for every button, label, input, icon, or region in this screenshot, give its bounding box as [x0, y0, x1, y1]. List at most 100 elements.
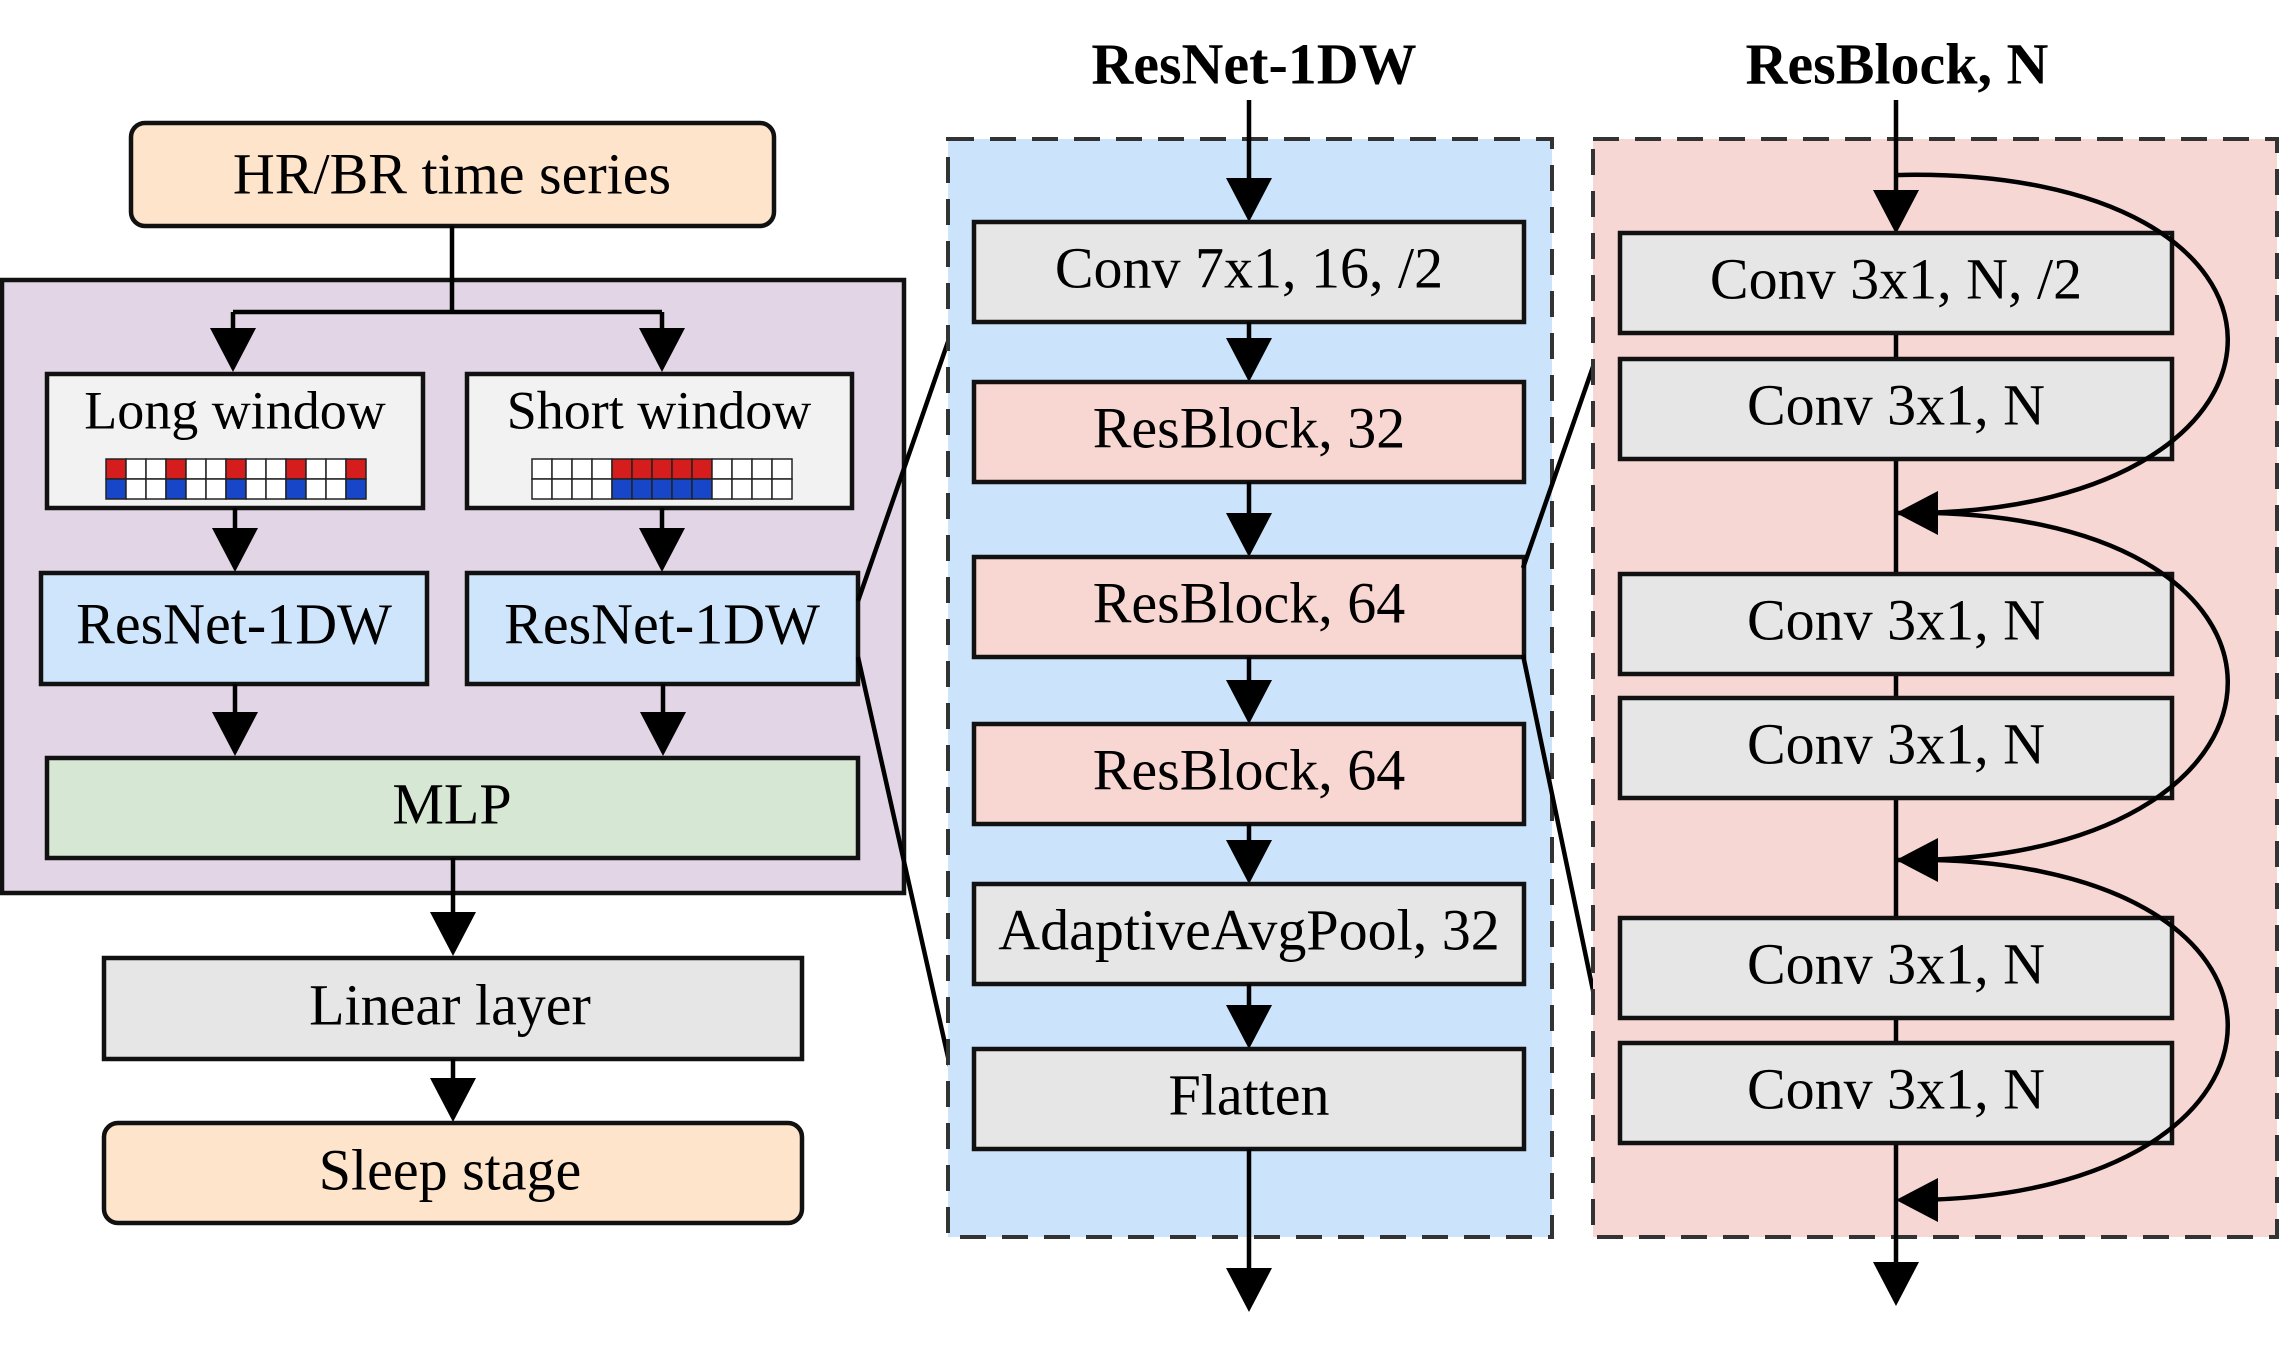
long-window-cell: [185, 458, 207, 480]
resblock-entry-arrow: [1873, 190, 1919, 234]
short-window-cell: [771, 458, 793, 480]
resblock-layer-label: Conv 3x1, N: [1747, 931, 2045, 996]
zoom-line-2-bottom: [1520, 654, 1598, 1001]
linear-layer-box: [101, 955, 805, 1062]
resnet-exit-arrow: [1226, 1268, 1272, 1312]
split-connector: [230, 226, 665, 340]
long-window-cell: [205, 478, 227, 500]
short-window-cell: [571, 478, 593, 500]
resnet-layer-label: Flatten: [1168, 1062, 1329, 1127]
resnet-layer-arrow: [1226, 513, 1272, 557]
long-window-cell: [245, 458, 267, 480]
zoom-line-top: [855, 335, 953, 602]
resblock-layer-label: Conv 3x1, N: [1747, 711, 2045, 776]
short-window-cell: [651, 458, 673, 480]
resnet-layer-box: [971, 379, 1527, 485]
skip-connection-arc: [1895, 172, 2230, 516]
resblock-layer-box: [1617, 230, 2175, 336]
resnet-layer-box: [971, 721, 1527, 827]
resnet-entry-arrow: [1226, 178, 1272, 222]
arrow-long-resnet: [212, 528, 258, 572]
long-window-cell: [185, 478, 207, 500]
long-window-cell: [145, 458, 167, 480]
short-window-cell: [691, 458, 713, 480]
short-window-cell: [731, 458, 753, 480]
arrow-resnet-left-mlp: [212, 712, 258, 756]
resblock-layer-box: [1617, 695, 2175, 801]
resnet-layer-label: AdaptiveAvgPool, 32: [998, 897, 1500, 962]
output-label: Sleep stage: [319, 1137, 582, 1202]
zoom-line-2-top: [1520, 360, 1598, 569]
short-window-cell: [771, 478, 793, 500]
mlp-label: MLP: [392, 771, 511, 836]
arrow-resnet-right-mlp: [640, 712, 686, 756]
zoom-line-bottom: [855, 656, 953, 1067]
short-window-cell: [751, 458, 773, 480]
overview-panel: HR/BR time series Long window Short wind…: [0, 120, 907, 1226]
long-window-cell: [125, 478, 147, 500]
arrow-to-long-window: [210, 328, 256, 372]
long-window-cell: [105, 478, 127, 500]
long-window-cell: [245, 478, 267, 500]
long-window-cell: [165, 478, 187, 500]
resnet-layer-box: [971, 881, 1527, 987]
long-window-cell: [285, 478, 307, 500]
short-window-cell: [551, 478, 573, 500]
short-window-cell: [571, 458, 593, 480]
resblock-exit-arrow: [1873, 1262, 1919, 1306]
resnet-left-label: ResNet-1DW: [76, 591, 392, 656]
long-window-cell: [265, 478, 287, 500]
short-window-cell: [731, 478, 753, 500]
long-window-cell: [325, 478, 347, 500]
long-window-cell: [345, 458, 367, 480]
resnet-panel-title: ResNet-1DW: [1091, 31, 1416, 96]
long-window-cell: [145, 478, 167, 500]
resnet-layer-label: ResBlock, 64: [1093, 570, 1406, 635]
short-window-cell: [671, 458, 693, 480]
resblock-layer-box: [1617, 915, 2175, 1021]
arrow-to-short-window: [639, 328, 685, 372]
mlp-box: [44, 755, 861, 861]
short-window-cell: [531, 458, 553, 480]
long-window-cell: [165, 458, 187, 480]
resblock-layer-box: [1617, 571, 2175, 677]
arrow-short-resnet: [639, 528, 685, 572]
long-window-cell: [285, 458, 307, 480]
short-window-cell: [551, 458, 573, 480]
output-box: [101, 1120, 805, 1226]
short-window-label: Short window: [507, 380, 812, 440]
short-window-cell: [651, 478, 673, 500]
short-window-cell: [611, 478, 633, 500]
resnet-layer-label: ResBlock, 64: [1093, 737, 1406, 802]
short-window-cell: [711, 458, 733, 480]
resblock-panel-title: ResBlock, N: [1746, 31, 2049, 96]
long-window-cell: [345, 478, 367, 500]
resnet-layer-arrow: [1226, 338, 1272, 382]
short-window-cell: [671, 478, 693, 500]
resnet-layer-arrow: [1226, 680, 1272, 724]
long-window-cell: [225, 458, 247, 480]
short-window-cell: [631, 458, 653, 480]
input-label: HR/BR time series: [233, 141, 671, 206]
long-window-cell: [265, 458, 287, 480]
resnet-right-box: [464, 570, 861, 687]
short-window-cell: [591, 478, 613, 500]
resblock-layer-box: [1617, 1040, 2175, 1146]
resnet-layer-arrow: [1226, 840, 1272, 884]
long-window-cell: [225, 478, 247, 500]
skip-connection-arc: [1895, 857, 2230, 1203]
short-window-cell: [711, 478, 733, 500]
short-window-cell: [631, 478, 653, 500]
long-window-label: Long window: [84, 380, 385, 440]
short-window-cells: [531, 458, 793, 500]
skip-connection-arrow: [1896, 1178, 1938, 1222]
long-window-cell: [205, 458, 227, 480]
resnet-layer-label: ResBlock, 32: [1093, 395, 1406, 460]
resnet-layer-arrow: [1226, 1005, 1272, 1049]
arrow-mlp-linear: [430, 912, 476, 956]
resblock-layer-label: Conv 3x1, N: [1747, 587, 2045, 652]
